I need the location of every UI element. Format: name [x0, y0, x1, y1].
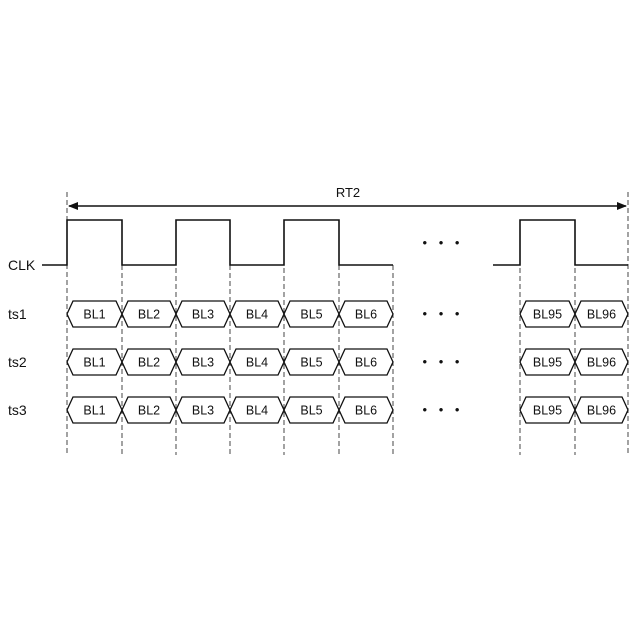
bl3-label: BL3 [192, 404, 214, 418]
clk-signal: CLK • • • [8, 220, 628, 273]
ts2-label: ts2 [8, 354, 27, 370]
ts1-label: ts1 [8, 306, 27, 322]
ts2-ellipsis: • • • [423, 354, 464, 369]
clk-waveform-left [42, 220, 393, 265]
bl96-label: BL96 [587, 356, 616, 370]
bl6-label: BL6 [355, 356, 377, 370]
bl5-label: BL5 [300, 404, 322, 418]
bl4-label: BL4 [246, 356, 268, 370]
bl3-label: BL3 [192, 356, 214, 370]
bl95-label: BL95 [533, 308, 562, 322]
bl5-label: BL5 [300, 356, 322, 370]
ts3-ellipsis: • • • [423, 402, 464, 417]
bl96-label: BL96 [587, 404, 616, 418]
span-label: RT2 [336, 185, 360, 200]
bl4-label: BL4 [246, 308, 268, 322]
ts1-ellipsis: • • • [423, 306, 464, 321]
bl3-label: BL3 [192, 308, 214, 322]
clk-label: CLK [8, 257, 36, 273]
ts1-row: ts1 BL1 BL2 BL3 BL4 BL5 BL6 • • • BL95 B… [8, 301, 628, 327]
bl5-label: BL5 [300, 308, 322, 322]
bl95-label: BL95 [533, 356, 562, 370]
bl6-label: BL6 [355, 404, 377, 418]
bl96-label: BL96 [587, 308, 616, 322]
bl95-label: BL95 [533, 404, 562, 418]
bl2-label: BL2 [138, 404, 160, 418]
bl1-label: BL1 [83, 308, 105, 322]
bl1-label: BL1 [83, 356, 105, 370]
ts3-row: ts3 BL1 BL2 BL3 BL4 BL5 BL6 • • • BL95 B… [8, 397, 628, 423]
bl2-label: BL2 [138, 308, 160, 322]
clk-waveform-right [493, 220, 628, 265]
ts3-label: ts3 [8, 402, 27, 418]
bl6-label: BL6 [355, 308, 377, 322]
ts2-row: ts2 BL1 BL2 BL3 BL4 BL5 BL6 • • • BL95 B… [8, 349, 628, 375]
clk-ellipsis: • • • [423, 235, 464, 250]
bl2-label: BL2 [138, 356, 160, 370]
bl1-label: BL1 [83, 404, 105, 418]
bl4-label: BL4 [246, 404, 268, 418]
